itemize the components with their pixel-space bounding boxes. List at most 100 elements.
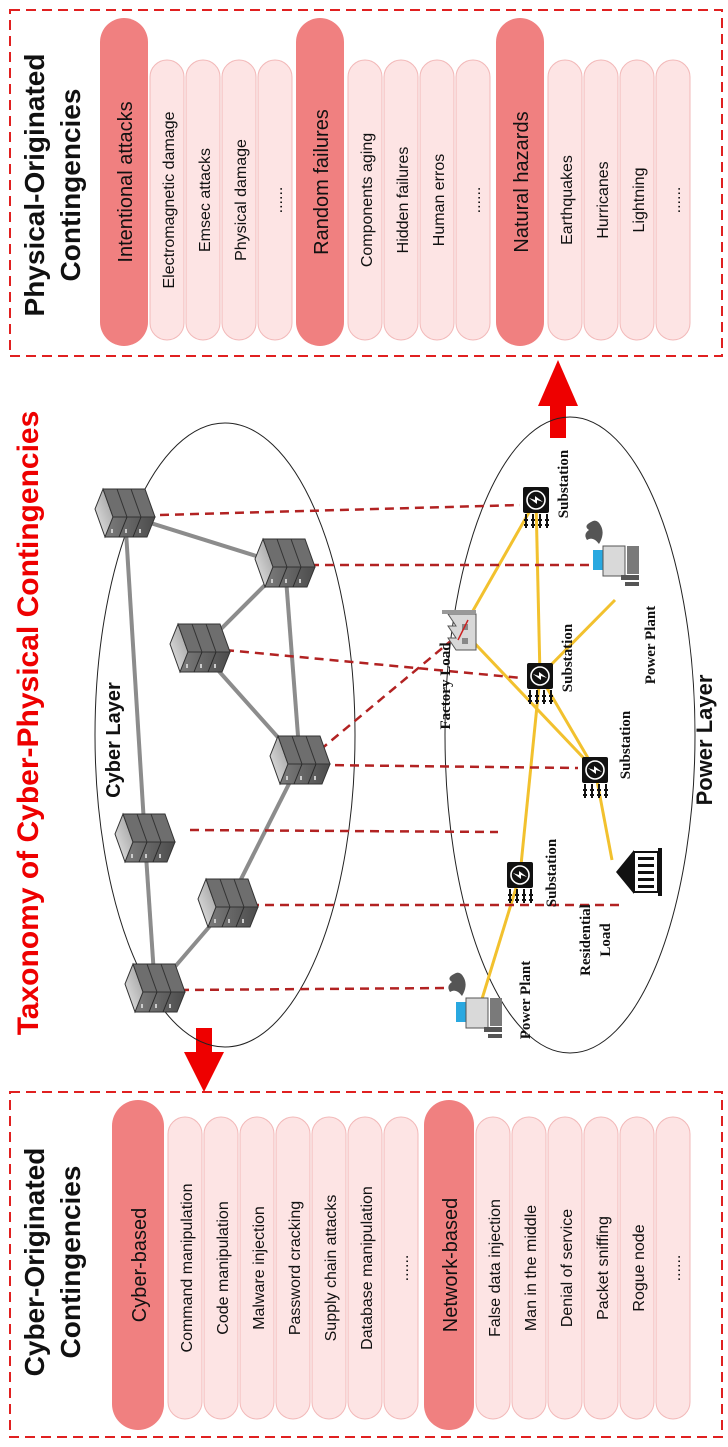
list-item[interactable]: Man in the middle (511, 1116, 547, 1420)
item-database-manipulation: Database manipulation (359, 1186, 376, 1350)
list-item[interactable]: Physical damage (221, 59, 257, 341)
cyber-layer-ellipse (94, 422, 356, 1048)
power-plant-icon-right[interactable] (584, 520, 640, 587)
label-residential-load-line1: Residential (578, 904, 594, 976)
item-lightning: Lightning (631, 168, 648, 233)
list-item[interactable]: ...... (655, 59, 691, 341)
item-more-random: ...... (467, 187, 484, 214)
list-item[interactable]: ...... (257, 59, 293, 341)
cyber-power-tie-lines (159, 503, 620, 992)
physical-originated-panel: Physical-Originated Contingencies Intent… (9, 9, 723, 357)
item-components-aging: Components aging (359, 133, 376, 267)
item-physical-damage: Physical damage (233, 139, 250, 261)
residential-building-icon[interactable] (615, 847, 663, 897)
item-command-manipulation: Command manipulation (179, 1184, 196, 1353)
list-item[interactable]: ...... (655, 1116, 691, 1420)
item-electromagnetic-damage: Electromagnetic damage (161, 111, 178, 288)
item-hidden-failures: Hidden failures (395, 147, 412, 254)
item-more-natural: ...... (667, 187, 684, 214)
list-item[interactable]: Malware injection (239, 1116, 275, 1420)
cyber-layer-label: Cyber Layer (103, 682, 125, 798)
cyber-group-cyber-based: Cyber-based (112, 1100, 164, 1430)
label-power-plant-right: Power Plant (643, 606, 659, 684)
server-icon-6[interactable] (254, 538, 316, 588)
list-item[interactable]: Emsec attacks (185, 59, 221, 341)
arrow-to-physical-panel (538, 360, 578, 438)
label-substation-b: Substation (618, 710, 634, 779)
item-earthquakes: Earthquakes (559, 155, 576, 245)
natural-hazards-label: Natural hazards (511, 111, 533, 252)
network-based-label: Network-based (440, 1198, 462, 1333)
server-icon-2[interactable] (197, 878, 259, 928)
cyber-based-items: Command manipulation Code manipulation M… (167, 1116, 419, 1420)
list-item[interactable]: Hurricanes (583, 59, 619, 341)
item-false-data-injection: False data injection (487, 1199, 504, 1337)
label-residential-load-line2: Load (598, 923, 614, 957)
item-more-network: ...... (667, 1255, 684, 1282)
list-item[interactable]: False data injection (475, 1116, 511, 1420)
physical-panel-title-line2: Contingencies (55, 89, 86, 282)
item-malware-injection: Malware injection (251, 1206, 268, 1330)
substation-icon-a[interactable] (506, 861, 534, 904)
item-more-cyber: ...... (395, 1255, 412, 1282)
arrow-to-cyber-panel (184, 1028, 224, 1092)
substation-icon-b[interactable] (581, 756, 609, 799)
cyber-based-pill[interactable] (112, 1100, 164, 1430)
power-layer-ellipse (444, 416, 696, 1054)
intentional-attacks-pill[interactable] (100, 18, 148, 346)
physical-group-intentional-attacks: Intentional attacks Electromagnetic dama… (100, 18, 293, 346)
item-packet-sniffing: Packet sniffing (595, 1216, 612, 1320)
physical-panel-title-line1: Physical-Originated (19, 54, 50, 317)
list-item[interactable]: Supply chain attacks (311, 1116, 347, 1420)
intentional-attacks-label: Intentional attacks (115, 101, 137, 262)
item-rogue-node: Rogue node (631, 1224, 648, 1311)
server-icon-3[interactable] (114, 813, 176, 863)
item-human-erros: Human erros (431, 154, 448, 246)
label-substation-a: Substation (544, 838, 560, 907)
list-item[interactable]: Hidden failures (383, 59, 419, 341)
list-item[interactable]: Human erros (419, 59, 455, 341)
physical-group-natural-hazards: Natural hazards Earthquakes Hurricanes L… (496, 18, 691, 346)
label-substation-d: Substation (556, 449, 572, 518)
server-icon-4[interactable] (269, 735, 331, 785)
label-factory-load: Factory Load (438, 642, 454, 730)
power-layer-label: Power Layer (692, 674, 717, 805)
item-emsec-attacks: Emsec attacks (197, 148, 214, 252)
item-more-intentional: ...... (269, 187, 286, 214)
server-icon-7[interactable] (94, 488, 156, 538)
item-supply-chain-attacks: Supply chain attacks (323, 1195, 340, 1342)
item-password-cracking: Password cracking (287, 1201, 304, 1335)
cyber-panel-title-line2: Contingencies (55, 1166, 86, 1359)
list-item[interactable]: ...... (383, 1116, 419, 1420)
main-title: Taxonomy of Cyber-Physical Contingencies (12, 411, 45, 1036)
list-item[interactable]: Command manipulation (167, 1116, 203, 1420)
substation-icon-c[interactable] (526, 662, 554, 705)
list-item[interactable]: Code manipulation (203, 1116, 239, 1420)
random-failures-pill[interactable] (296, 18, 344, 346)
server-icon-5[interactable] (169, 623, 231, 673)
cyber-group-network-based: Network-based (424, 1100, 474, 1430)
list-item[interactable]: Components aging (347, 59, 383, 341)
cyber-based-label: Cyber-based (129, 1208, 151, 1323)
list-item[interactable]: Denial of service (547, 1116, 583, 1420)
list-item[interactable]: ...... (455, 59, 491, 341)
list-item[interactable]: Electromagnetic damage (149, 59, 185, 341)
list-item[interactable]: Earthquakes (547, 59, 583, 341)
natural-hazards-pill[interactable] (496, 18, 544, 346)
network-based-items: False data injection Man in the middle D… (475, 1116, 691, 1420)
list-item[interactable]: Lightning (619, 59, 655, 341)
power-plant-icon-left[interactable] (447, 972, 503, 1039)
item-code-manipulation: Code manipulation (215, 1201, 232, 1334)
cyber-panel-title-line1: Cyber-Originated (19, 1148, 50, 1377)
list-item[interactable]: Packet sniffing (583, 1116, 619, 1420)
server-icon-1[interactable] (124, 963, 186, 1013)
item-hurricanes: Hurricanes (595, 161, 612, 238)
list-item[interactable]: Rogue node (619, 1116, 655, 1420)
item-denial-of-service: Denial of service (559, 1209, 576, 1327)
label-substation-c: Substation (560, 623, 576, 692)
cyber-originated-panel: Cyber-Originated Contingencies Cyber-bas… (9, 1091, 723, 1438)
random-failures-label: Random failures (311, 109, 333, 255)
network-based-pill[interactable] (424, 1100, 474, 1430)
list-item[interactable]: Database manipulation (347, 1116, 383, 1420)
list-item[interactable]: Password cracking (275, 1116, 311, 1420)
